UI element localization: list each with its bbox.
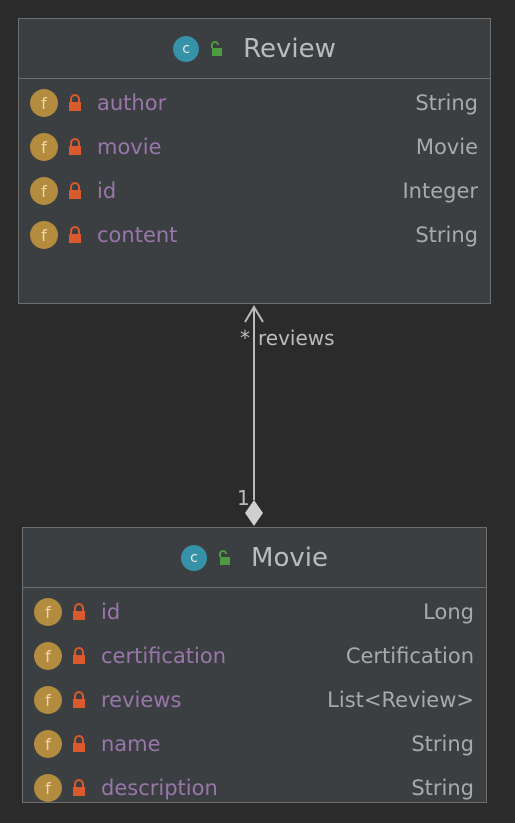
field-icon: f: [34, 774, 62, 802]
private-lock-icon: [69, 226, 81, 243]
field-type: Integer: [402, 179, 478, 203]
private-lock-icon: [69, 138, 81, 155]
private-lock-icon: [73, 647, 85, 664]
field-type: Certification: [345, 644, 474, 668]
field-name: author: [97, 91, 167, 115]
field-icon: f: [30, 221, 58, 249]
private-lock-icon: [69, 94, 81, 111]
field-name: name: [101, 732, 161, 756]
field-type: String: [415, 91, 478, 115]
field-icon: f: [34, 686, 62, 714]
field-icon: f: [30, 89, 58, 117]
field-name: description: [101, 776, 218, 800]
movie-class-name: Movie: [251, 542, 328, 573]
field-icon: f: [34, 730, 62, 758]
field-row[interactable]: f certification Certification: [23, 634, 486, 678]
field-name: id: [101, 600, 121, 624]
private-lock-icon: [73, 691, 85, 708]
field-icon: f: [34, 598, 62, 626]
private-lock-icon: [73, 779, 85, 796]
field-name: id: [97, 179, 117, 203]
field-type: Movie: [415, 135, 478, 159]
field-type: String: [415, 223, 478, 247]
field-name: content: [97, 223, 178, 247]
private-lock-icon: [73, 603, 85, 620]
field-row[interactable]: f id Integer: [19, 169, 490, 213]
source-multiplicity-label: 1: [237, 486, 250, 510]
review-class-header: c Review: [19, 19, 490, 79]
field-row[interactable]: f id Long: [23, 590, 486, 634]
field-icon: f: [30, 133, 58, 161]
field-icon: f: [34, 642, 62, 670]
field-type: String: [411, 732, 474, 756]
private-lock-icon: [69, 182, 81, 199]
movie-fields: f id Long f certification Certification …: [23, 588, 486, 810]
field-row[interactable]: f description String: [23, 766, 486, 810]
field-icon: f: [30, 177, 58, 205]
review-fields: f author String f movie Movie f id Integ…: [19, 79, 490, 257]
private-lock-icon: [73, 735, 85, 752]
movie-class-header: c Movie: [23, 528, 486, 588]
field-type: List<Review>: [327, 688, 474, 712]
field-row[interactable]: f author String: [19, 81, 490, 125]
movie-class-box[interactable]: c Movie f id Long f certification Certif…: [22, 527, 487, 803]
field-name: reviews: [101, 688, 182, 712]
class-icon: c: [173, 35, 200, 62]
field-row[interactable]: f name String: [23, 722, 486, 766]
field-row[interactable]: f content String: [19, 213, 490, 257]
open-lock-icon: [219, 549, 231, 565]
field-row[interactable]: f movie Movie: [19, 125, 490, 169]
relation-role-label: reviews: [258, 326, 335, 350]
target-multiplicity-label: *: [240, 326, 250, 350]
review-class-box[interactable]: c Review f author String f movie Movie f…: [18, 18, 491, 304]
review-class-name: Review: [243, 33, 336, 64]
field-name: movie: [97, 135, 162, 159]
open-lock-icon: [211, 40, 223, 56]
arrowhead-icon: [244, 305, 264, 323]
field-type: String: [411, 776, 474, 800]
field-name: certification: [101, 644, 227, 668]
class-icon: c: [181, 544, 208, 571]
field-row[interactable]: f reviews List<Review>: [23, 678, 486, 722]
field-type: Long: [423, 600, 474, 624]
